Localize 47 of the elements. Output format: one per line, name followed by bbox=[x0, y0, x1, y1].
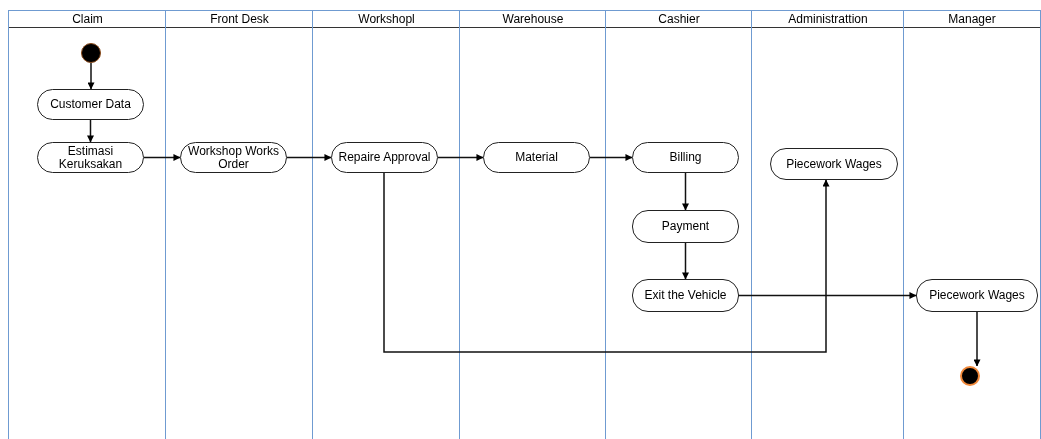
swimlane bbox=[459, 10, 606, 439]
swimlane bbox=[165, 10, 313, 439]
activity-box bbox=[331, 142, 438, 173]
activity-label: Billing bbox=[669, 151, 702, 164]
arrow bbox=[738, 292, 917, 299]
arrow bbox=[143, 154, 181, 161]
lane-title: Workshopl bbox=[358, 12, 415, 26]
activity-label: Piecework Wages bbox=[929, 289, 1025, 302]
activity-box bbox=[632, 210, 739, 243]
activity-box bbox=[632, 142, 739, 173]
start-node bbox=[81, 43, 101, 63]
activity-box bbox=[483, 142, 590, 173]
activity-label: Workshop Works Order bbox=[187, 144, 280, 171]
arrow bbox=[589, 154, 633, 161]
activity-box bbox=[37, 89, 144, 120]
arrow bbox=[87, 62, 95, 90]
lane-title: Claim bbox=[72, 12, 103, 26]
lane-title: Administrattion bbox=[788, 12, 868, 26]
activity-label: Payment bbox=[661, 220, 710, 233]
arrow bbox=[682, 242, 689, 280]
arrow bbox=[87, 119, 94, 143]
arrow bbox=[437, 154, 484, 161]
swimlane bbox=[605, 10, 752, 439]
activity-box bbox=[180, 142, 287, 173]
activity-label: Material bbox=[515, 151, 558, 164]
swimlane bbox=[8, 10, 166, 439]
activity-box bbox=[632, 279, 739, 312]
arrow bbox=[383, 172, 830, 353]
end-node bbox=[960, 366, 980, 386]
activity-label: Estimasi Keruksakan bbox=[57, 144, 124, 171]
activity-label: Customer Data bbox=[50, 98, 131, 111]
activity-label: Exit the Vehicle bbox=[644, 289, 727, 302]
activity-label: Repaire Approval bbox=[338, 151, 431, 164]
lane-title: Warehouse bbox=[502, 12, 564, 26]
arrow bbox=[973, 311, 981, 367]
activity-box bbox=[916, 279, 1038, 312]
swimlane bbox=[312, 10, 460, 439]
lane-title: Front Desk bbox=[210, 12, 269, 26]
arrow bbox=[286, 154, 332, 161]
lane-title: Cashier bbox=[658, 12, 700, 26]
activity-box bbox=[770, 148, 898, 180]
activity-label: Piecework Wages bbox=[786, 157, 882, 171]
swimlane bbox=[903, 10, 1041, 439]
arrow bbox=[682, 172, 689, 211]
activity-box bbox=[37, 142, 144, 173]
swimlane bbox=[751, 10, 904, 439]
lane-title: Manager bbox=[948, 12, 996, 26]
